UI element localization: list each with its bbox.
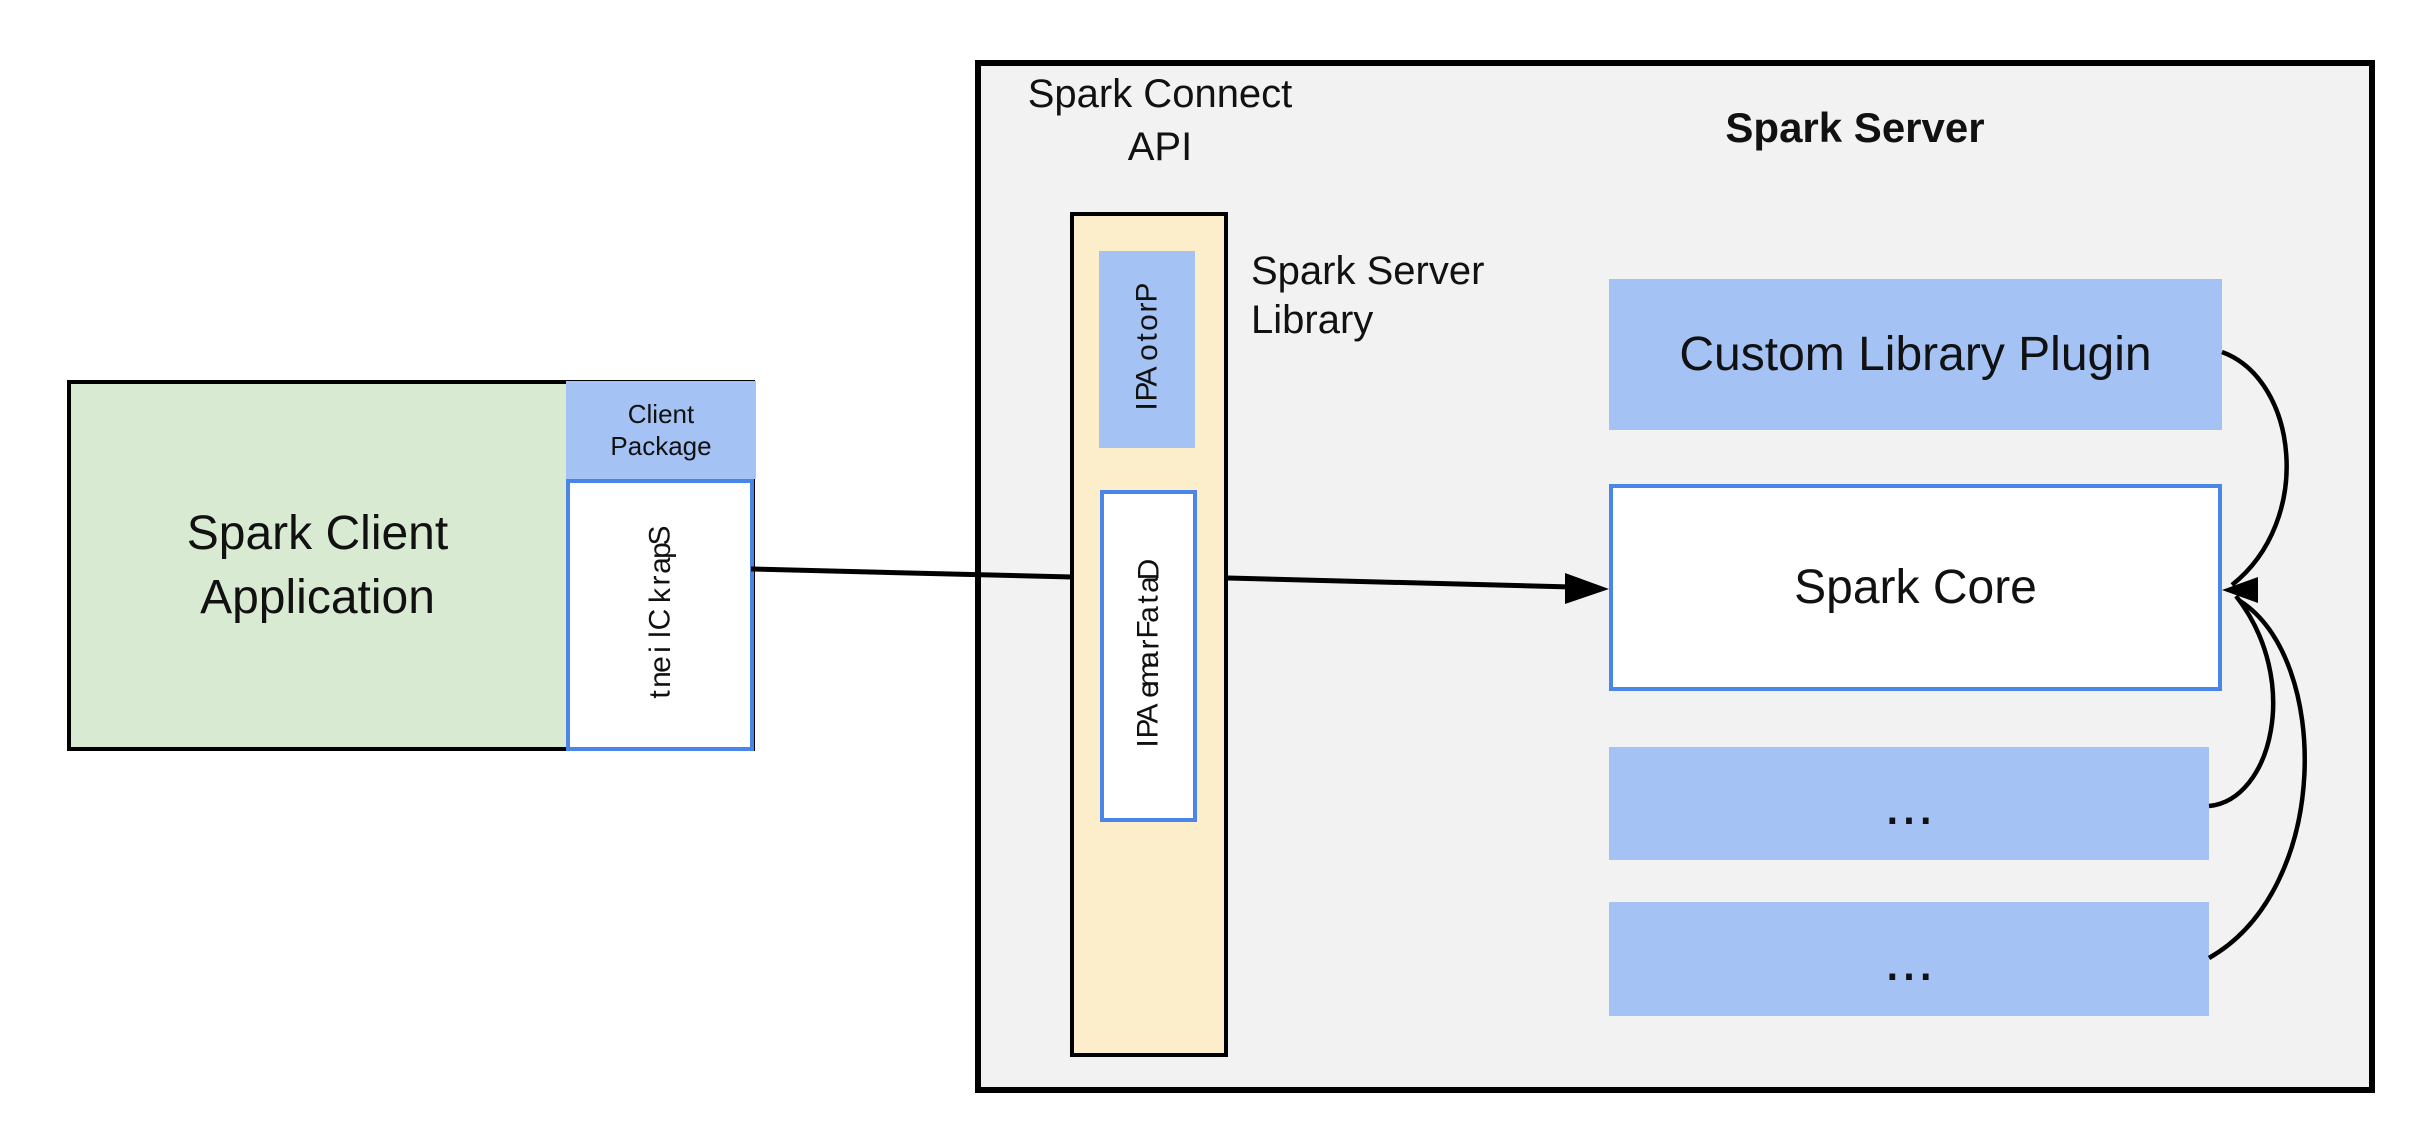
client-package-box: Client Package [566,381,756,479]
spark-server-title: Spark Server [1725,104,1985,151]
custom-library-plugin-box: Custom Library Plugin [1609,279,2222,430]
spark-client-application-label: Spark Client Application [186,506,449,624]
extension-box-1: ... [1609,747,2209,860]
extension-box-2: ... [1609,902,2209,1016]
spark-connect-api-title: Spark Connect API [1027,72,1293,169]
spark-core-box: Spark Core [1609,484,2222,691]
spark-server-library-label: Spark Server Library [1251,249,1485,342]
